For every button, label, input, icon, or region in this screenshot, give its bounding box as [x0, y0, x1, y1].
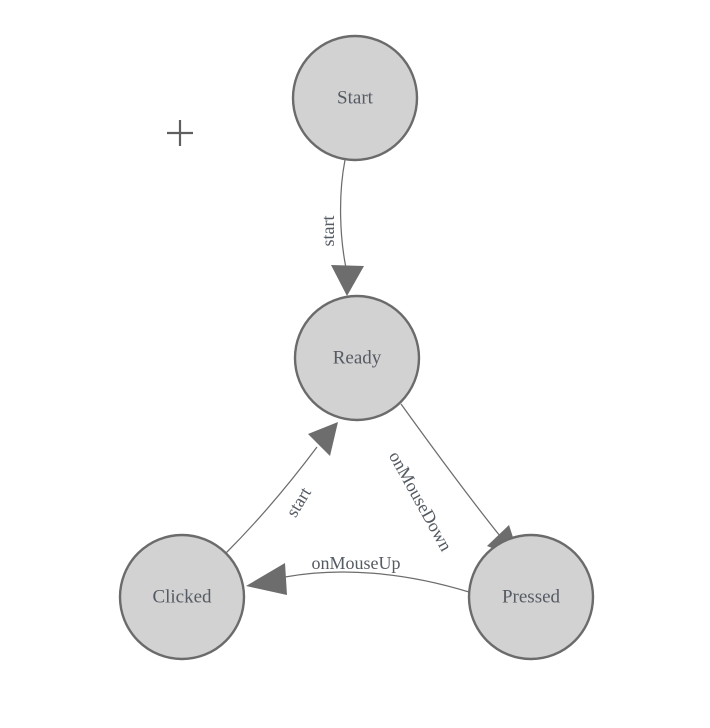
edge-path-ready-to-pressed	[400, 403, 501, 537]
edge-path-start-to-ready	[339, 159, 347, 269]
edge-label-clicked-to-ready: start	[282, 484, 315, 521]
node-pressed-label: Pressed	[502, 586, 561, 607]
node-ready-label: Ready	[333, 347, 382, 368]
arrowhead-pressed-to-clicked	[246, 563, 287, 595]
arrowhead-clicked-to-ready	[308, 422, 338, 456]
node-ready[interactable]: Ready	[293, 294, 421, 422]
node-start-label: Start	[337, 87, 374, 108]
edge-clicked-to-ready[interactable]: start	[225, 422, 338, 554]
edge-pressed-to-clicked[interactable]: onMouseUp	[246, 553, 470, 595]
node-pressed-circle	[467, 533, 595, 661]
node-pressed[interactable]: Pressed	[467, 533, 595, 661]
edge-label-start-to-ready: start	[318, 216, 338, 247]
node-start-circle	[291, 34, 419, 162]
node-clicked[interactable]: Clicked	[118, 533, 246, 661]
crosshair-icon[interactable]	[167, 120, 193, 146]
edge-path-clicked-to-ready	[225, 446, 318, 554]
node-start[interactable]: Start	[291, 34, 419, 162]
edge-path-pressed-to-clicked	[284, 571, 470, 593]
edge-ready-to-pressed[interactable]: onMouseDown	[385, 403, 520, 559]
arrowhead-start-to-ready	[331, 265, 364, 296]
node-clicked-label: Clicked	[152, 586, 212, 607]
edge-label-ready-to-pressed: onMouseDown	[385, 448, 456, 555]
node-ready-circle	[293, 294, 421, 422]
node-clicked-circle	[118, 533, 246, 661]
edge-start-to-ready[interactable]: start	[318, 159, 364, 296]
edge-label-pressed-to-clicked: onMouseUp	[312, 553, 401, 573]
